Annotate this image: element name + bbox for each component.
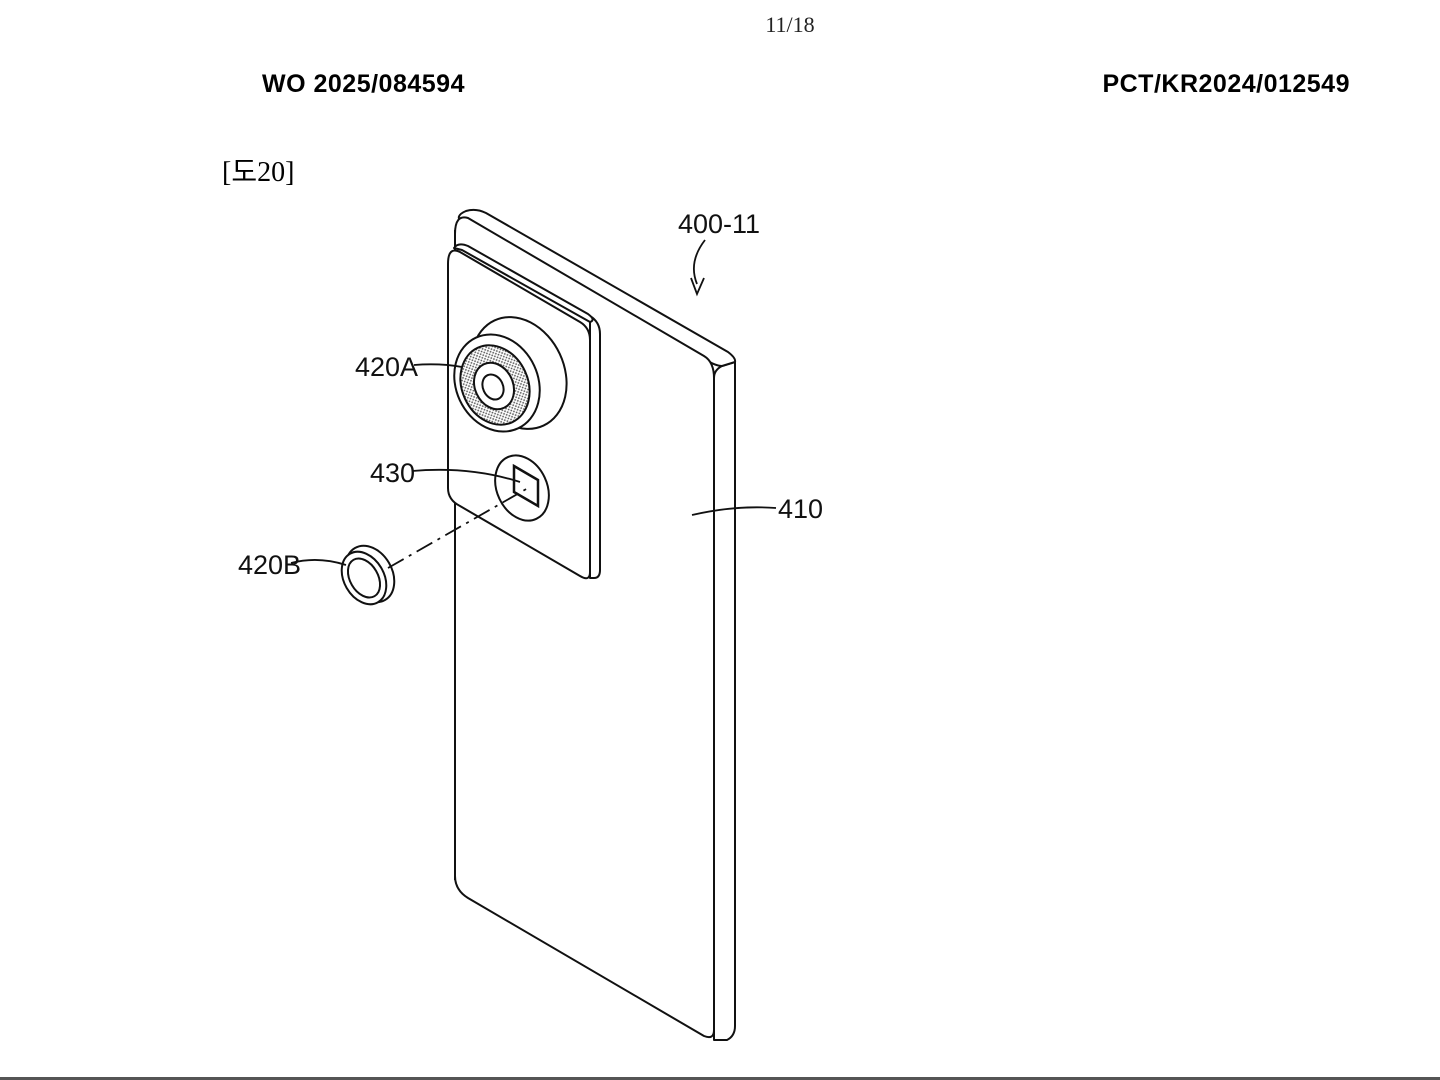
sensor-430-drawing	[494, 454, 550, 522]
ref-420A: 420A	[355, 352, 418, 382]
phone-body	[454, 208, 737, 1041]
leader-lines	[290, 239, 777, 566]
figure-label: [도20]	[222, 157, 295, 188]
ref-430: 430	[370, 458, 415, 488]
ref-410: 410	[778, 494, 823, 524]
alignment-axis	[387, 487, 529, 569]
ref-420B: 420B	[238, 550, 301, 580]
lens-420A-drawing	[453, 316, 568, 433]
application-number: PCT/KR2024/012549	[1102, 70, 1350, 98]
lens-420B-drawing	[340, 544, 396, 606]
page-bottom-border	[0, 1077, 1440, 1080]
ref-400-11: 400-11	[678, 209, 760, 239]
publication-number: WO 2025/084594	[262, 70, 465, 98]
page-number: 11/18	[765, 12, 815, 37]
